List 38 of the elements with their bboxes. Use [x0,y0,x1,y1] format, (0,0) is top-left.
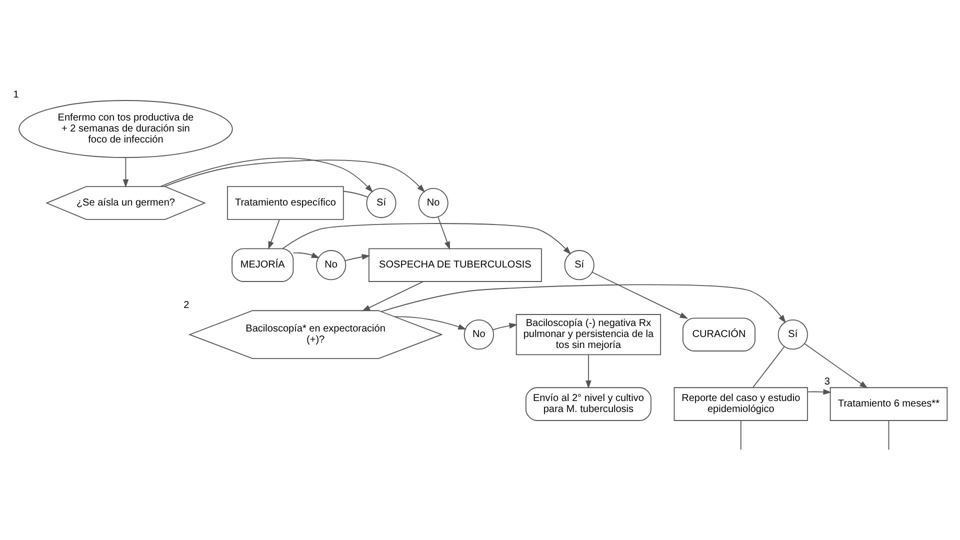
node-box: SOSPECHA DE TUBERCULOSIS [368,248,542,282]
node-box: Tratamiento 6 meses** [830,387,948,421]
arrow [362,281,424,312]
node-circle: Sí [564,250,594,280]
connector [752,346,785,388]
node-circle: No [418,188,448,218]
node-circle: Sí [778,320,808,350]
arrow [592,272,688,319]
node-label: 2 [184,300,190,311]
arrow [492,322,518,330]
connector [888,420,890,450]
arrow [807,389,832,395]
arrow [282,223,572,255]
node-label: 1 [13,90,19,101]
connector [343,190,368,198]
node-circle: Sí [366,188,396,218]
node-ellipse: Enfermo con tos productiva de + 2 semanas de duración sin foco de infección [18,100,233,158]
arrow [438,216,450,250]
arrow [380,284,786,324]
node-box: CURACIÓN [682,318,756,352]
node-circle: No [464,320,494,350]
arrow [122,157,129,188]
arrow [344,254,370,262]
arrow [268,219,280,250]
arrow [394,316,466,330]
arrow [160,158,373,193]
connector [740,420,742,450]
node-box: Reporte del caso y estudio epidemiológico [674,387,808,421]
arrow [164,160,426,193]
node-box: Baciloscopía (-) negativa Rx pulmonar y persistencia de la tos sin mejoría [516,314,662,356]
node-box: Tratamiento específico [227,186,344,220]
node-box: Envío al 2° nivel y cultivo para M. tuberculosis [525,387,652,421]
node-circle: No [316,250,346,280]
arrow [586,354,592,389]
arrow [804,343,868,388]
node-box: MEJORÍA [232,248,294,282]
node-label: 3 [824,376,830,388]
arrow [292,252,320,258]
